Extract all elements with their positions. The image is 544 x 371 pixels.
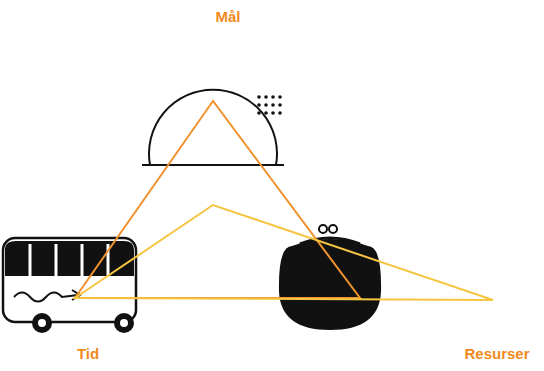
bus-hub (38, 319, 46, 327)
purse-body (279, 239, 381, 330)
bus-hub (120, 319, 128, 327)
bus-wheel (32, 313, 52, 333)
purse-clasp (319, 225, 327, 233)
bus-icon (3, 238, 136, 333)
bus-body (3, 238, 136, 322)
bus-window-gaps (30, 244, 108, 276)
purse-icon (279, 225, 381, 330)
dome-dots (257, 95, 282, 115)
corner-label: Mål (215, 9, 240, 26)
corner-label: Resurser (464, 346, 529, 363)
yellow-triangle (75, 205, 493, 300)
purse-frame (300, 238, 360, 244)
bus-wheel (114, 313, 134, 333)
bus-squiggle (14, 293, 78, 302)
triangles (75, 101, 493, 300)
corner-label: Tid (77, 346, 99, 363)
dome-base (142, 164, 284, 166)
purse-clasp (329, 225, 337, 233)
